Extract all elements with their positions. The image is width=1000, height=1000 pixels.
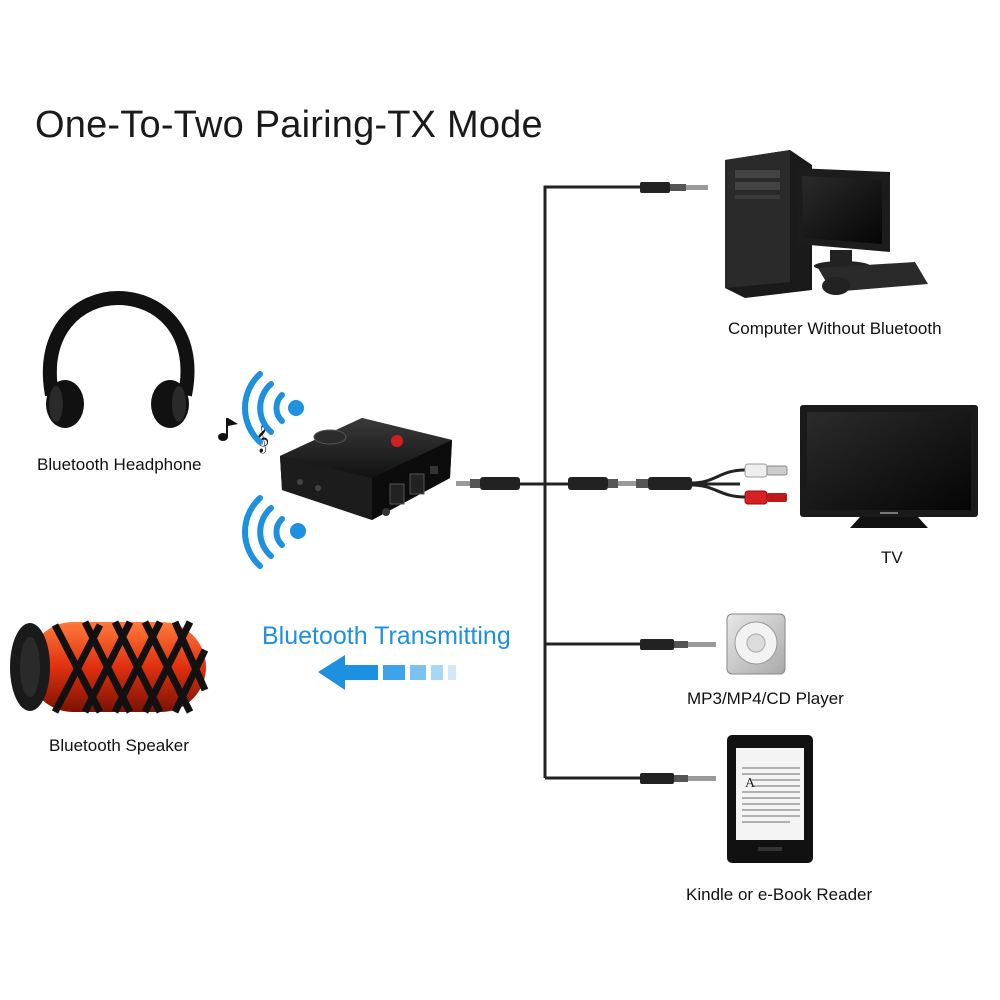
computer-image bbox=[725, 150, 928, 298]
headphone-label: Bluetooth Headphone bbox=[37, 455, 202, 474]
tv-image bbox=[800, 405, 978, 528]
transmit-label: Bluetooth Transmitting bbox=[262, 622, 511, 650]
jack-plug-adapter bbox=[456, 477, 520, 490]
jack-plug-computer bbox=[640, 182, 708, 193]
bluetooth-adapter-image bbox=[280, 418, 452, 520]
mp3-label: MP3/MP4/CD Player bbox=[687, 689, 844, 708]
kindle-image: A bbox=[727, 735, 813, 863]
bluetooth-waves-icon-top bbox=[241, 371, 285, 445]
bluetooth-dot-top bbox=[288, 400, 304, 416]
speaker-label: Bluetooth Speaker bbox=[49, 736, 189, 755]
rca-connectors bbox=[691, 463, 788, 505]
computer-label: Computer Without Bluetooth bbox=[728, 319, 942, 338]
headphone-image bbox=[42, 290, 195, 428]
page-title: One-To-Two Pairing-TX Mode bbox=[35, 104, 543, 146]
music-note-icon bbox=[218, 418, 238, 441]
tv-label: TV bbox=[881, 548, 903, 567]
bluetooth-waves-icon-bottom bbox=[241, 495, 285, 569]
speaker-image bbox=[10, 620, 209, 714]
jack-coupler bbox=[568, 477, 692, 490]
svg-text:A: A bbox=[745, 776, 756, 791]
transmit-arrow-icon bbox=[318, 655, 456, 690]
kindle-label: Kindle or e-Book Reader bbox=[686, 885, 873, 904]
jack-plug-mp3 bbox=[640, 639, 716, 650]
mp3-player-image bbox=[726, 613, 786, 675]
jack-plug-kindle bbox=[640, 773, 716, 784]
bluetooth-dot-bottom bbox=[290, 523, 306, 539]
